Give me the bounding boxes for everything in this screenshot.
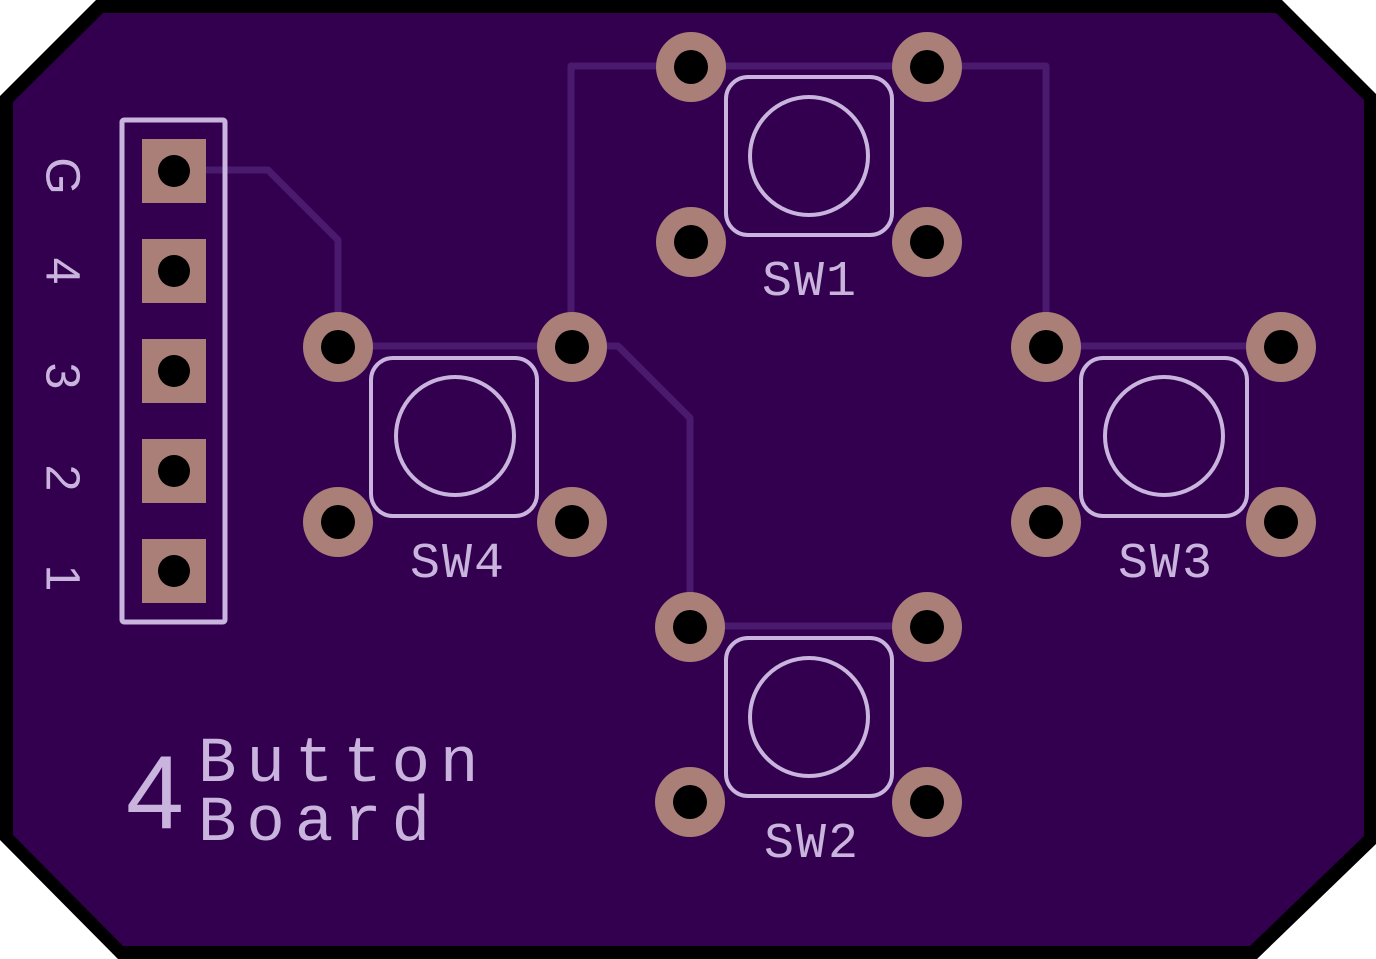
- drill-hole: [1264, 330, 1298, 364]
- drill-hole: [158, 355, 190, 387]
- pin-label-2: 2: [36, 465, 89, 492]
- switch-button-outline: [748, 95, 870, 217]
- switch-pads: [303, 312, 607, 557]
- trace-sw4-to-sw1: [567, 62, 691, 346]
- drill-hole: [158, 155, 190, 187]
- pin-header: [142, 139, 206, 603]
- drill-hole: [1029, 505, 1063, 539]
- drill-hole: [910, 785, 944, 819]
- switch-sw2: SW2: [655, 592, 962, 873]
- switch-body-outline: [724, 75, 894, 237]
- title-line-2: Board: [198, 788, 440, 860]
- switch-body-outline: [724, 636, 894, 798]
- switch-body-outline: [1079, 356, 1249, 518]
- switch-sw4: SW4: [303, 312, 607, 593]
- switch-pads: [655, 592, 962, 837]
- drill-hole: [321, 505, 355, 539]
- header-silkscreen-outline: [119, 117, 228, 625]
- drill-hole: [1029, 330, 1063, 364]
- switch-button-outline: [1103, 375, 1225, 497]
- switch-label: SW2: [764, 816, 860, 873]
- header-pin-3: [142, 339, 206, 403]
- drill-hole: [158, 455, 190, 487]
- title-line-1: Button: [198, 729, 488, 801]
- drill-hole: [321, 330, 355, 364]
- trace-sw1-to-sw3: [927, 62, 1050, 346]
- pin-label-3: 3: [36, 363, 89, 390]
- switch-pads: [656, 32, 962, 277]
- header-pin-labels: G 4 3 2 1: [36, 157, 89, 591]
- title-number: 4: [126, 735, 184, 851]
- switch-button-outline: [748, 656, 870, 778]
- header-pin-2: [142, 439, 206, 503]
- pin-label-g: G: [36, 157, 89, 194]
- drill-hole: [673, 610, 707, 644]
- trace-pin-g-to-sw4: [174, 166, 342, 346]
- drill-hole: [910, 225, 944, 259]
- traces: [174, 62, 1281, 630]
- board-title: 4 Button Board: [126, 729, 488, 860]
- switch-label: SW1: [762, 254, 858, 311]
- header-pin-4: [142, 239, 206, 303]
- pin-label-1: 1: [36, 565, 89, 592]
- drill-hole: [673, 785, 707, 819]
- drill-hole: [555, 505, 589, 539]
- drill-hole: [158, 255, 190, 287]
- pin-label-4: 4: [36, 258, 89, 285]
- switch-body-outline: [369, 356, 539, 518]
- header-pin-g: [142, 139, 206, 203]
- drill-hole: [674, 225, 708, 259]
- drill-hole: [158, 555, 190, 587]
- switch-button-outline: [394, 375, 516, 497]
- switch-sw3: SW3: [1011, 312, 1316, 593]
- drill-hole: [674, 50, 708, 84]
- switch-pads: [1011, 312, 1316, 557]
- switch-sw1: SW1: [656, 32, 962, 311]
- switch-label: SW3: [1118, 536, 1214, 593]
- drill-hole: [910, 610, 944, 644]
- header-pin-1: [142, 539, 206, 603]
- drill-hole: [1264, 505, 1298, 539]
- drill-hole: [910, 50, 944, 84]
- drill-hole: [555, 330, 589, 364]
- switch-label: SW4: [410, 536, 506, 593]
